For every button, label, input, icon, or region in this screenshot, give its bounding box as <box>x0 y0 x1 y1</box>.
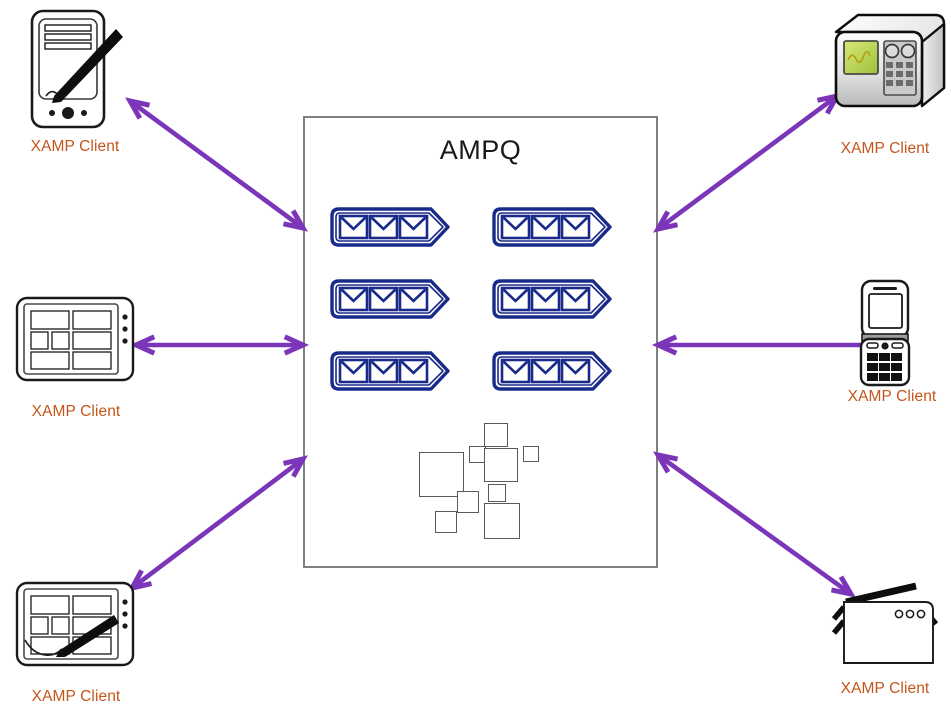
queue-row1-left[interactable] <box>330 207 450 252</box>
client-bottom-right[interactable]: XAMP Client <box>822 570 948 710</box>
envelope-icon <box>368 358 399 384</box>
envelope-icon <box>500 286 531 312</box>
envelope-icon <box>560 286 591 312</box>
client-bottom-left[interactable]: XAMP Client <box>14 578 138 718</box>
cluster-node-square <box>488 484 506 502</box>
ampq-broker-box[interactable]: AMPQ <box>303 116 658 568</box>
cluster-node-square <box>435 511 457 533</box>
arrow-top-left <box>125 97 308 232</box>
envelope-icon <box>338 286 369 312</box>
client-label: XAMP Client <box>31 403 121 420</box>
client-top-left[interactable]: XAMP Client <box>16 8 134 176</box>
arrow-bottom-left <box>127 455 308 592</box>
broker-title: AMPQ <box>439 135 522 165</box>
cluster-node-square <box>457 491 479 513</box>
message-queue-icon <box>492 207 612 247</box>
client-mid-right[interactable]: XAMP Client <box>846 278 938 418</box>
cluster-node-square <box>484 503 520 539</box>
client-label: XAMP Client <box>840 140 930 157</box>
cluster-node-square <box>484 448 518 482</box>
pda-stylus-icon <box>30 9 123 129</box>
envelope-icon <box>530 214 561 240</box>
client-top-right[interactable]: XAMP Client <box>822 10 948 178</box>
envelope-icon <box>368 286 399 312</box>
envelope-icon <box>560 214 591 240</box>
tablet-icon <box>15 296 135 382</box>
message-queue-icon <box>330 279 450 319</box>
router-icon <box>831 582 939 664</box>
arrow-top-right <box>653 92 842 233</box>
envelope-icon <box>500 358 531 384</box>
envelope-icon <box>368 214 399 240</box>
envelope-icon <box>530 358 561 384</box>
envelope-icon <box>338 214 369 240</box>
arrow-mid-left <box>129 334 310 356</box>
queue-row3-left[interactable] <box>330 351 450 396</box>
queue-row2-right[interactable] <box>492 279 612 324</box>
envelope-icon <box>560 358 591 384</box>
queue-row2-left[interactable] <box>330 279 450 324</box>
envelope-icon <box>398 286 429 312</box>
message-queue-icon <box>330 351 450 391</box>
client-label: XAMP Client <box>847 388 937 405</box>
queue-row1-right[interactable] <box>492 207 612 252</box>
client-label: XAMP Client <box>30 138 120 155</box>
tablet-stylus-icon <box>15 581 135 667</box>
queue-row3-right[interactable] <box>492 351 612 396</box>
envelope-icon <box>338 358 369 384</box>
message-queue-icon <box>492 351 612 391</box>
oscilloscope-icon <box>834 13 946 108</box>
client-mid-left[interactable]: XAMP Client <box>14 293 138 433</box>
client-label: XAMP Client <box>840 680 930 697</box>
envelope-icon <box>500 214 531 240</box>
message-queue-icon <box>330 207 450 247</box>
envelope-icon <box>530 286 561 312</box>
flip-phone-icon <box>859 279 911 387</box>
cluster-node-square <box>419 452 464 497</box>
envelope-icon <box>398 358 429 384</box>
message-queue-icon <box>492 279 612 319</box>
client-label: XAMP Client <box>31 688 121 705</box>
cluster-node-square <box>523 446 539 462</box>
envelope-icon <box>398 214 429 240</box>
cluster-node-square <box>484 423 508 447</box>
